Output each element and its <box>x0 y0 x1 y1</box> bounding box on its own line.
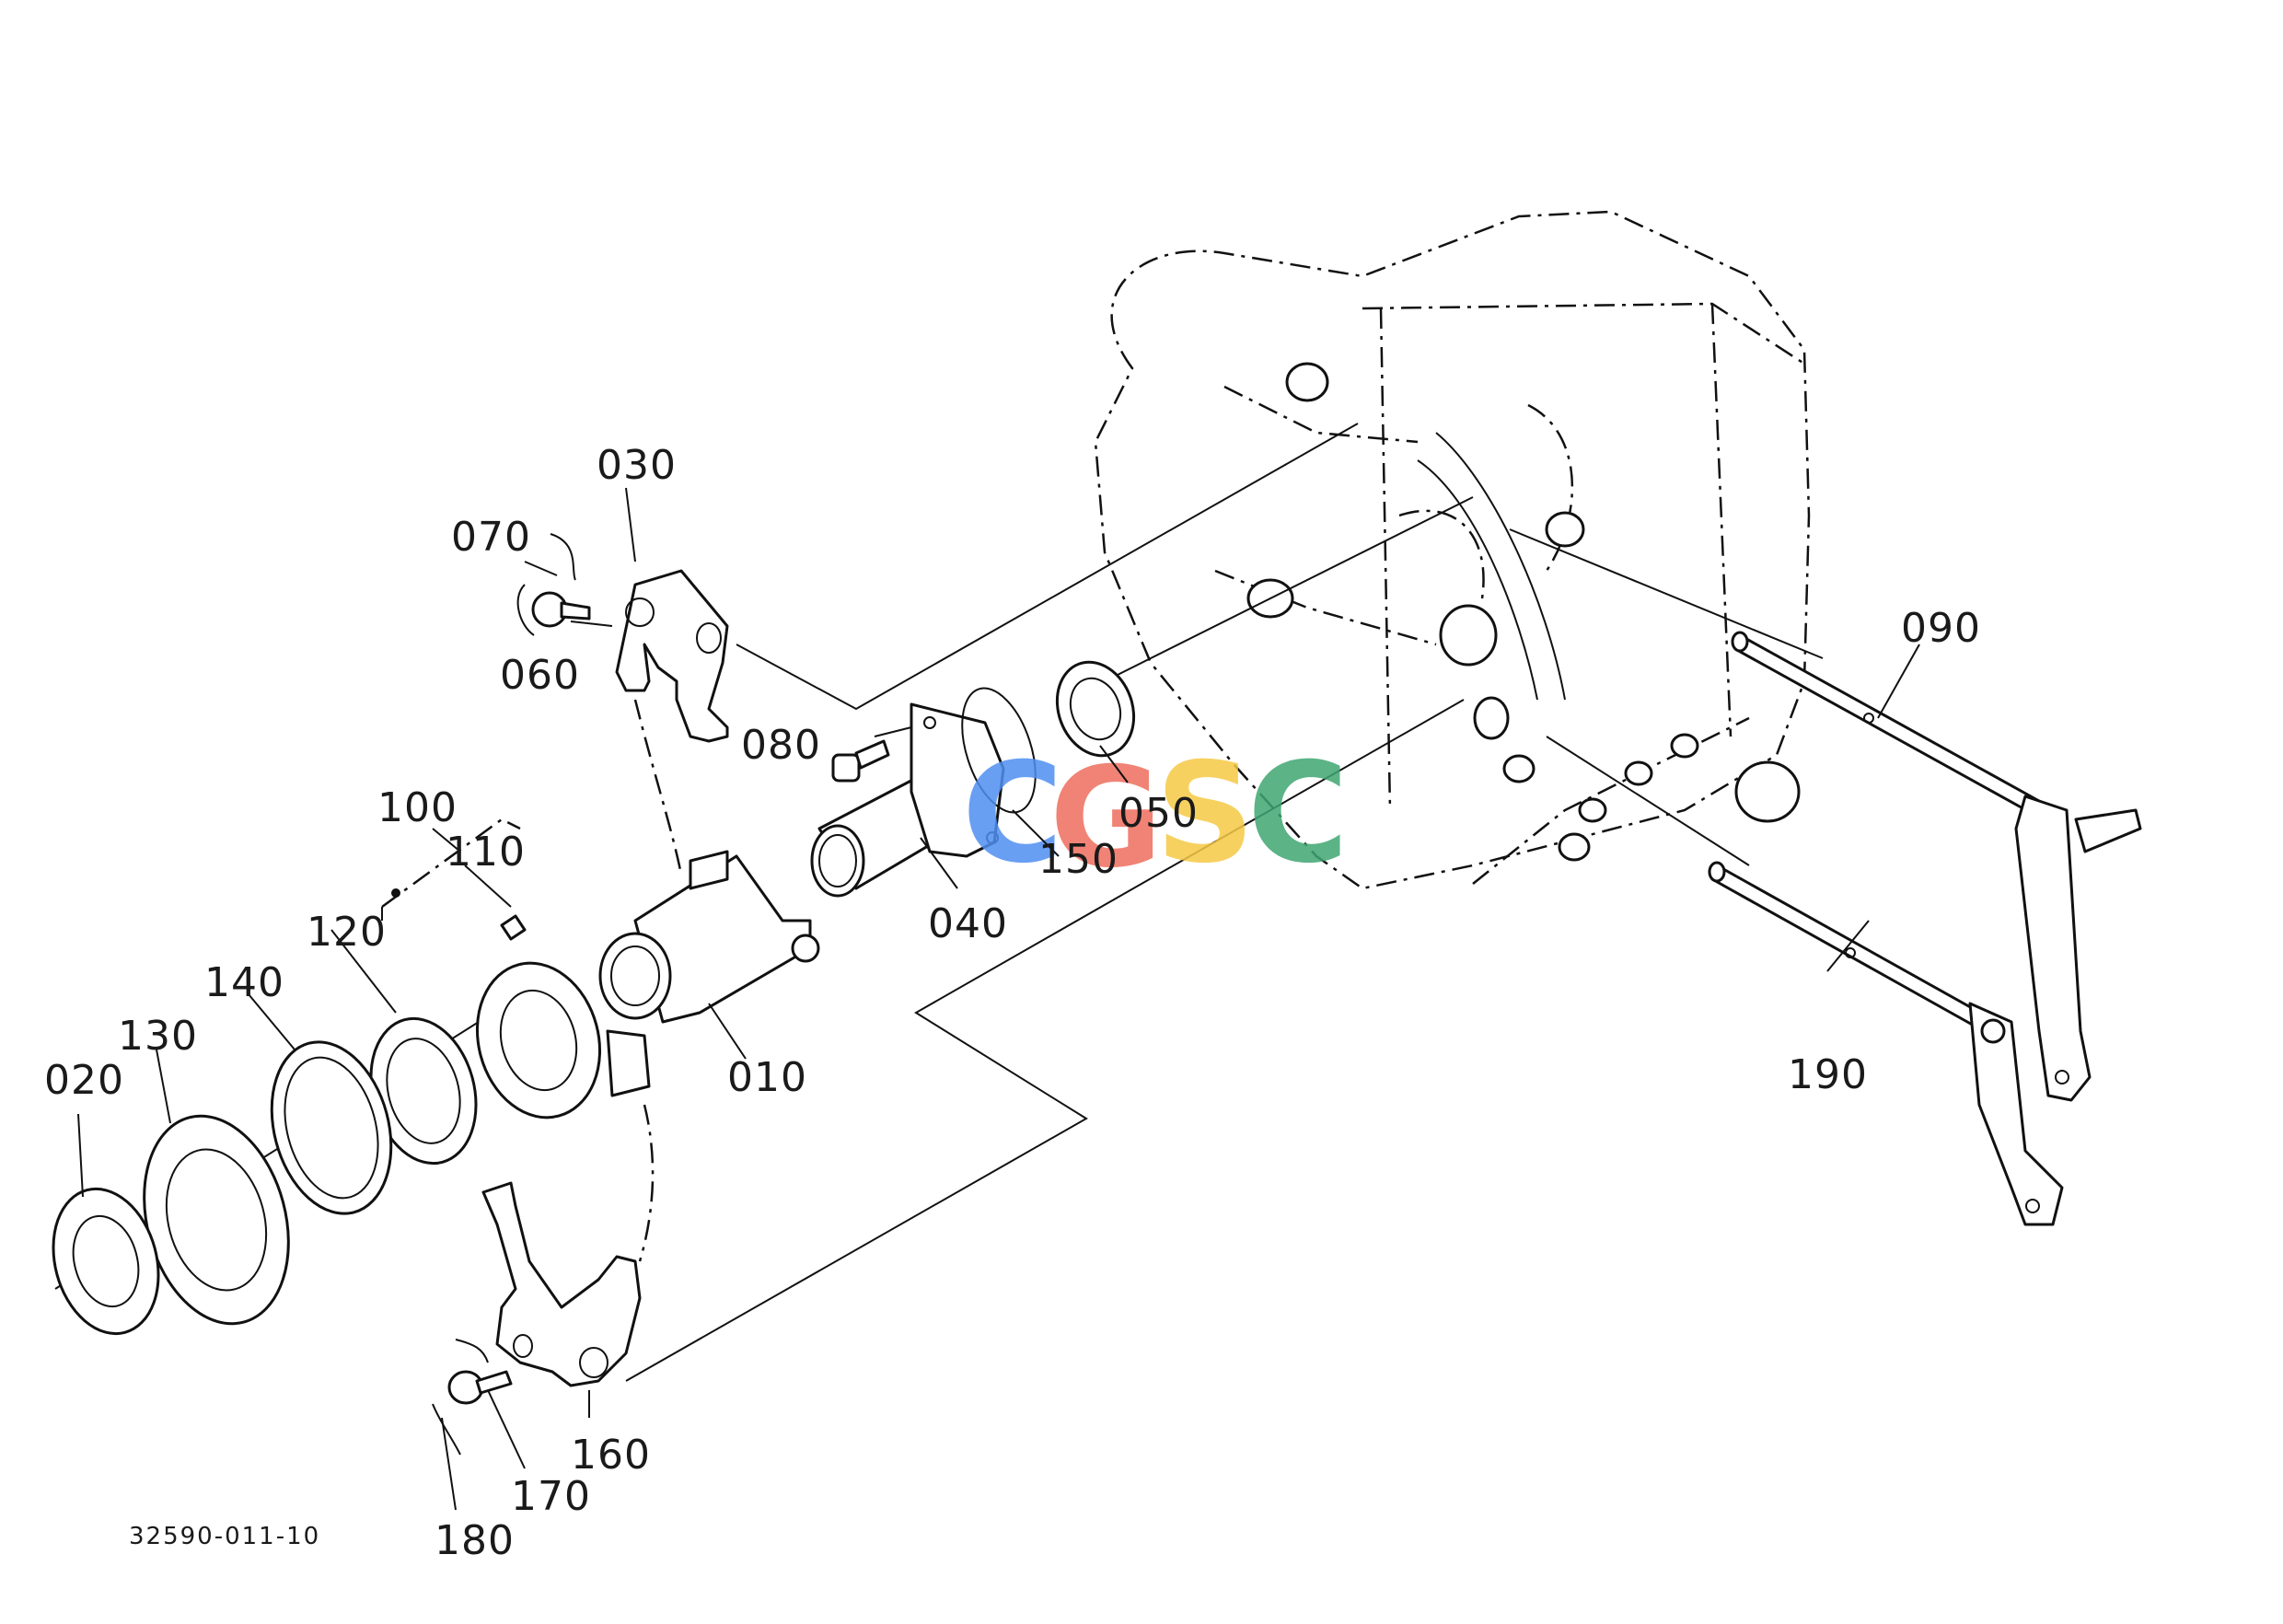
housing-bore <box>1439 604 1498 667</box>
watermark-logo: C G S C <box>962 734 1349 899</box>
housing-port <box>1473 696 1510 740</box>
ring-140 <box>270 1040 393 1215</box>
label-060: 060 <box>500 652 580 699</box>
housing-bolt <box>1670 733 1699 759</box>
watermark-letter-c1: C <box>962 734 1063 894</box>
callout-leaders <box>77 487 1920 1511</box>
sleeve-040 <box>810 702 1005 898</box>
label-170: 170 <box>511 1473 591 1520</box>
part-labels: 030 070 060 090 080 050 150 040 100 110 … <box>44 442 1981 1564</box>
housing-round-cap <box>1734 760 1801 823</box>
shaft-190-assembly <box>1708 861 2064 1226</box>
bolt-080 <box>831 739 890 783</box>
label-070: 070 <box>451 514 531 561</box>
transmission-housing <box>1094 210 1811 890</box>
label-050: 050 <box>1118 790 1199 837</box>
housing-bolt <box>1624 760 1653 786</box>
label-130: 130 <box>118 1013 198 1060</box>
label-180: 180 <box>435 1517 515 1564</box>
label-140: 140 <box>204 959 284 1006</box>
label-150: 150 <box>1038 836 1118 883</box>
label-120: 120 <box>307 909 387 956</box>
watermark-letter-s: S <box>1155 734 1255 894</box>
watermark-letter-c2: C <box>1247 734 1349 894</box>
assembly-arrow-upper <box>633 699 683 876</box>
label-190: 190 <box>1788 1051 1868 1098</box>
label-160: 160 <box>571 1432 651 1479</box>
label-090: 090 <box>1901 605 1981 652</box>
seal-020 <box>52 1187 160 1336</box>
release-fork-030 <box>615 569 729 743</box>
release-hub-010 <box>598 850 820 1024</box>
bolt-170 <box>432 1339 513 1456</box>
label-040: 040 <box>928 900 1008 947</box>
assembly-arrow-lower <box>638 1104 655 1262</box>
housing-boss-side <box>1545 511 1585 548</box>
housing-bolt <box>1578 797 1607 823</box>
lower-fork-160 <box>481 1181 642 1387</box>
o-ring-150 <box>961 687 1037 814</box>
label-080: 080 <box>741 722 821 769</box>
label-110: 110 <box>446 829 526 876</box>
label-030: 030 <box>597 442 677 489</box>
grease-nipple-110 <box>500 914 527 941</box>
oil-seal-050 <box>1055 660 1136 758</box>
label-010: 010 <box>727 1054 807 1101</box>
bolt-060 <box>516 533 591 636</box>
housing-bolt <box>1558 832 1591 862</box>
label-100: 100 <box>377 784 458 831</box>
drawing-number: 32590-011-10 <box>129 1523 320 1550</box>
housing-boss-upper <box>1285 362 1329 402</box>
housing-bolt <box>1502 754 1536 783</box>
bearing-holder-100 <box>381 818 651 1119</box>
shaft-090-assembly <box>1731 631 2142 1102</box>
label-020: 020 <box>44 1057 124 1104</box>
watermark-letter-g: G <box>1049 738 1163 899</box>
